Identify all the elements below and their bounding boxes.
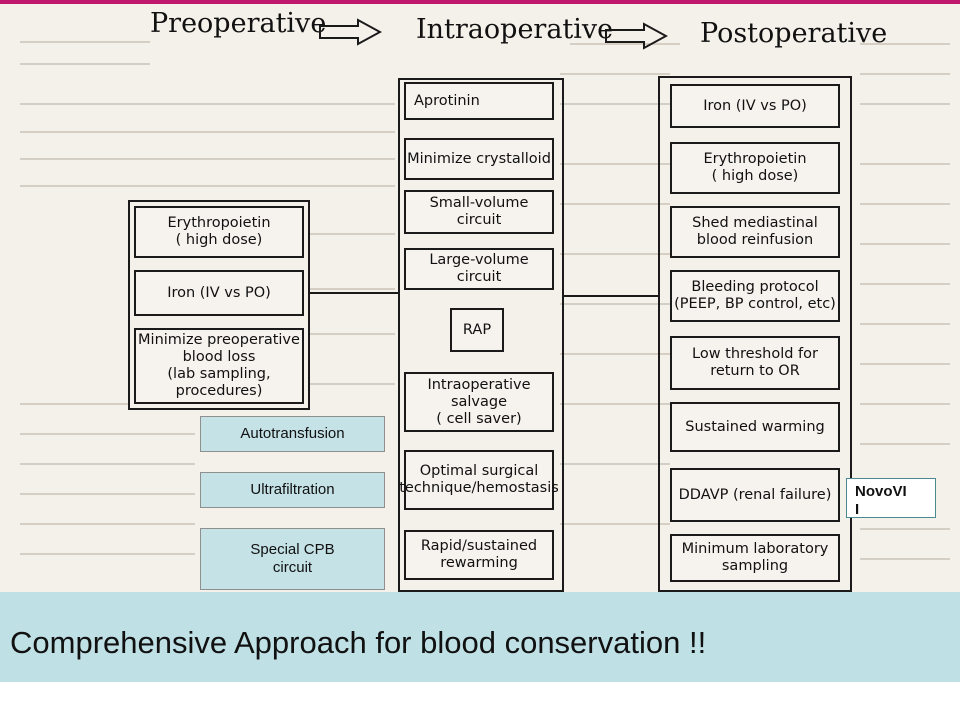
connector-line xyxy=(308,292,400,294)
intraop-box-large-volume-circuit: Large-volume circuit xyxy=(404,248,554,290)
slide-title: Comprehensive Approach for blood conserv… xyxy=(10,625,707,660)
intraop-box-small-volume-circuit: Small-volume circuit xyxy=(404,190,554,234)
postop-box-minimum-lab-sampling: Minimum laboratory sampling xyxy=(670,534,840,582)
preop-box-iron: Iron (IV vs PO) xyxy=(134,270,304,316)
label-special-cpb-circuit: Special CPB circuit xyxy=(200,528,385,590)
intraoperative-group-frame xyxy=(398,78,564,592)
intraop-box-minimize-crystalloid: Minimize crystalloid xyxy=(404,138,554,180)
intraop-box-aprotinin: Aprotinin xyxy=(404,82,554,120)
preoperative-group-frame xyxy=(128,200,310,410)
preop-box-minimize-blood-loss: Minimize preoperative blood loss (lab sa… xyxy=(134,328,304,404)
postop-box-shed-mediastinal-blood: Shed mediastinal blood reinfusion xyxy=(670,206,840,258)
title-banner xyxy=(0,592,960,682)
postoperative-group-frame xyxy=(658,76,852,592)
preop-box-erythropoietin: Erythropoietin ( high dose) xyxy=(134,206,304,258)
phase-header-postoperative: Postoperative xyxy=(700,18,888,49)
postop-box-sustained-warming: Sustained warming xyxy=(670,402,840,452)
arrow-right-icon xyxy=(319,18,382,46)
top-accent-bar xyxy=(0,0,960,4)
phase-header-intraoperative: Intraoperative xyxy=(416,14,614,45)
phase-header-preoperative: Preoperative xyxy=(150,8,327,39)
postop-box-ddavp: DDAVP (renal failure) xyxy=(670,468,840,522)
connector-line xyxy=(562,295,660,297)
postop-box-low-threshold-return: Low threshold for return to OR xyxy=(670,336,840,390)
postop-box-iron: Iron (IV vs PO) xyxy=(670,84,840,128)
postop-box-erythropoietin: Erythropoietin ( high dose) xyxy=(670,142,840,194)
intraop-box-rap: RAP xyxy=(450,308,504,352)
intraop-box-optimal-surgical-technique: Optimal surgical technique/hemostasis xyxy=(399,450,559,510)
postop-box-bleeding-protocol: Bleeding protocol (PEEP, BP control, etc… xyxy=(670,270,840,322)
intraop-box-rapid-rewarming: Rapid/sustained rewarming xyxy=(404,530,554,580)
intraop-box-intraoperative-salvage: Intraoperative salvage ( cell saver) xyxy=(404,372,554,432)
label-ultrafiltration: Ultrafiltration xyxy=(200,472,385,508)
side-note-novoseven: NovoVI I xyxy=(846,478,936,518)
faded-background-text xyxy=(20,41,950,560)
label-autotransfusion: Autotransfusion xyxy=(200,416,385,452)
arrow-right-icon xyxy=(605,22,668,50)
